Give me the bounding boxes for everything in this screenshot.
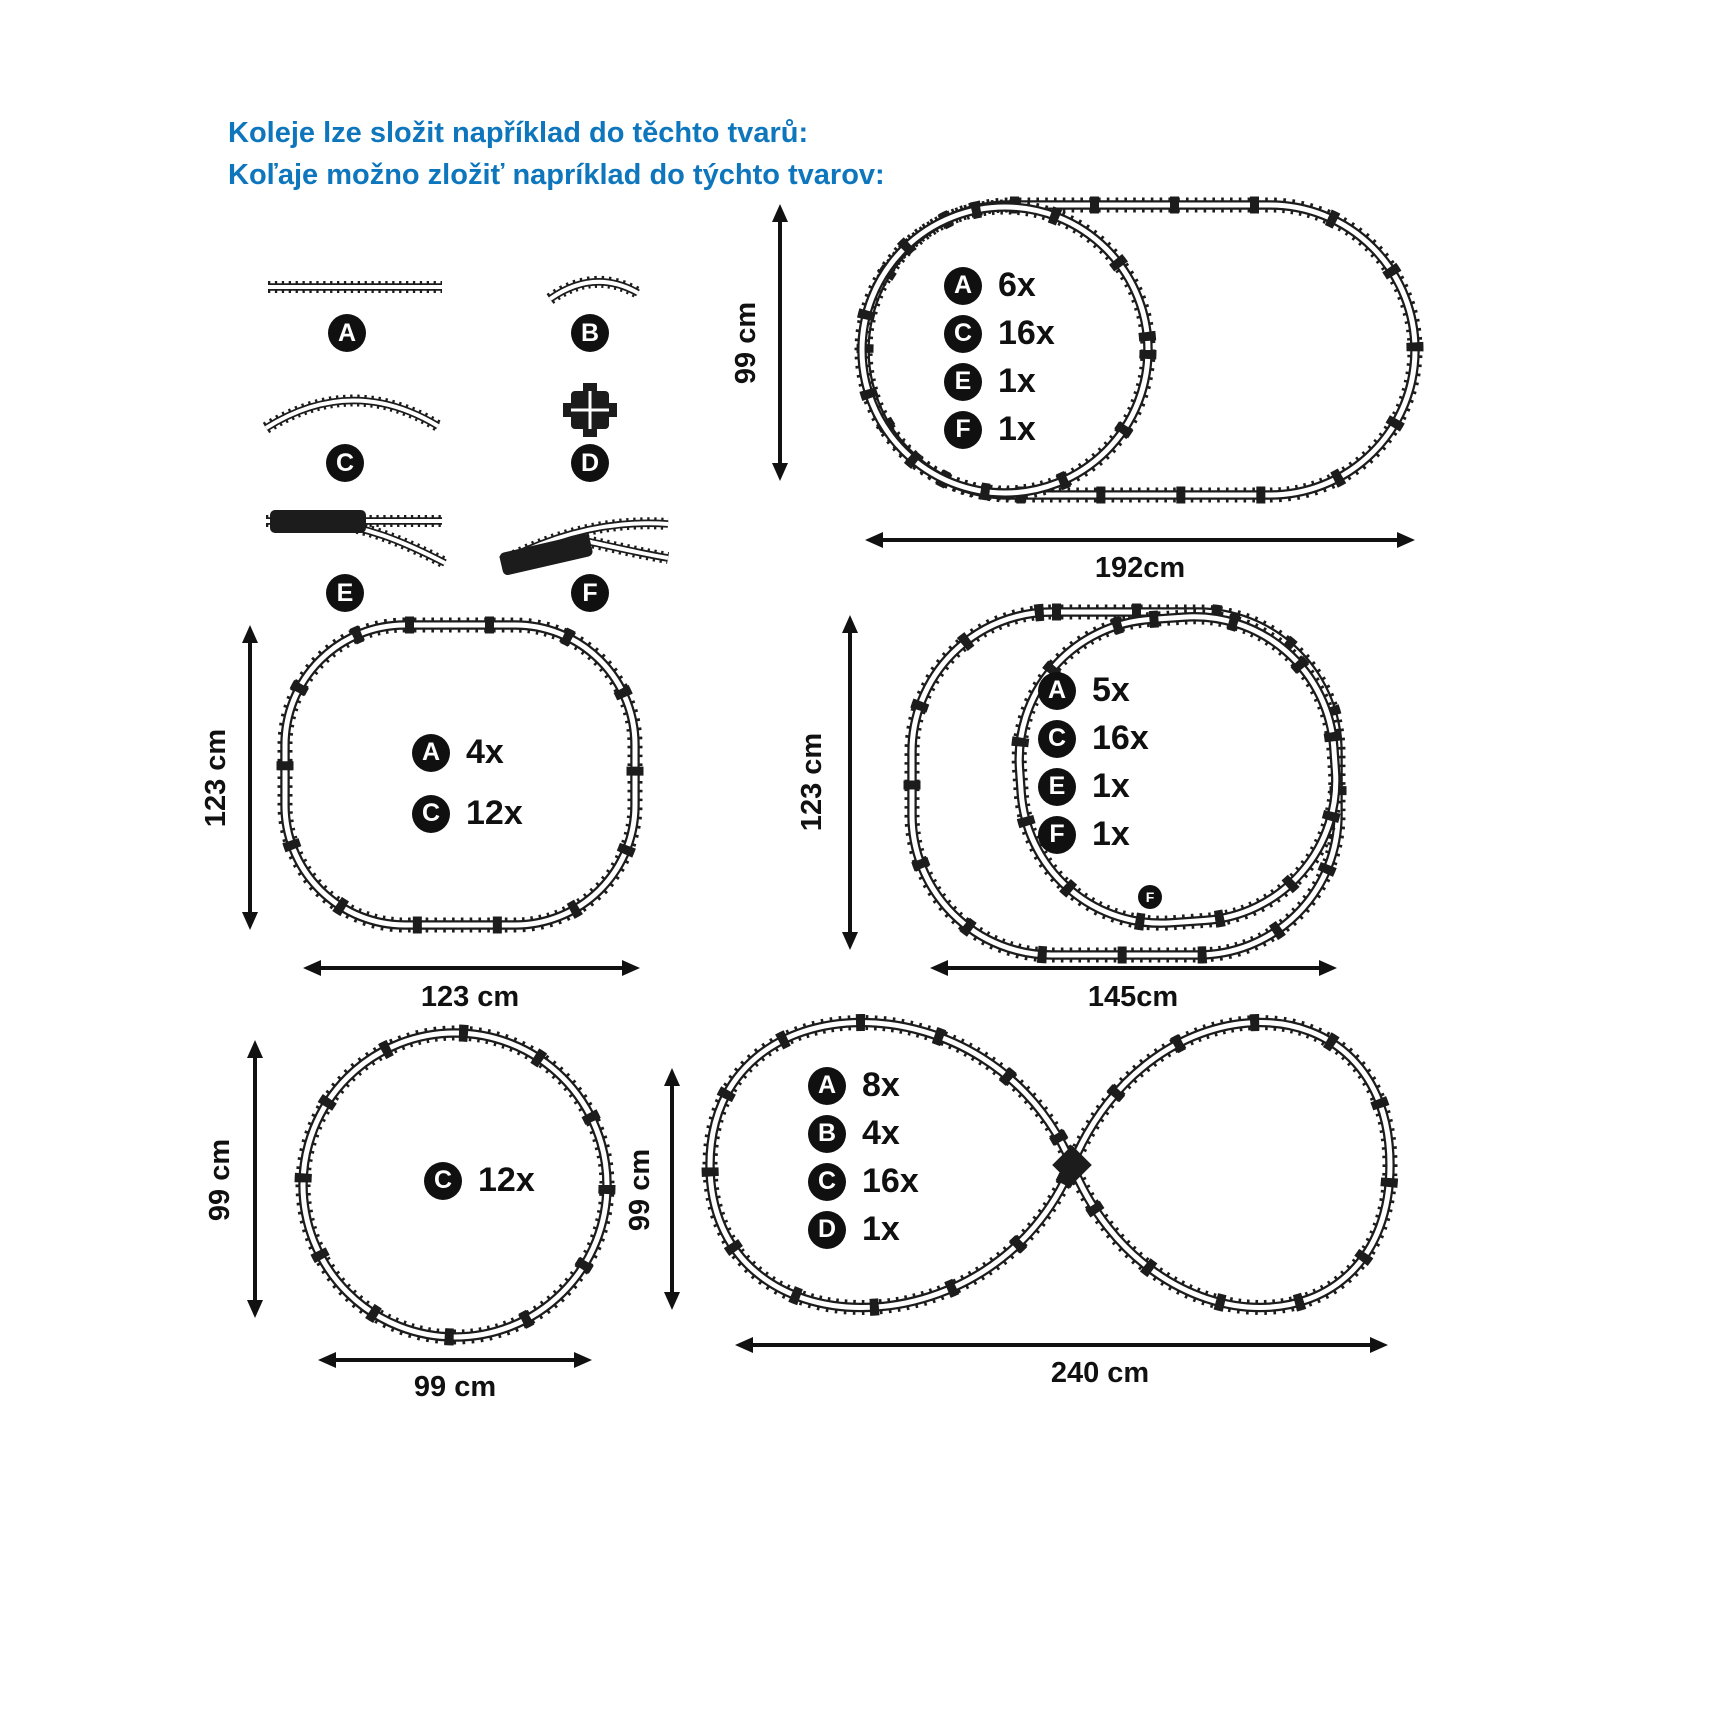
oval192-height-label: 99 cm [730,301,762,385]
piece-count: 4x [862,1114,900,1152]
legend-row: A 6x [944,266,1055,305]
legend-row: F 1x [1038,815,1149,854]
circle99-height-label: 99 cm [204,1138,236,1222]
piece-label-d: D [571,444,609,482]
legend-oval-192: A 6x C 16x E 1x F 1x [944,266,1055,458]
legend-oval-145: A 5x C 16x E 1x F 1x [1038,671,1149,863]
piece-badge-icon: C [944,314,982,353]
piece-badge-icon: B [808,1114,846,1153]
legend-row: B 4x [808,1114,919,1153]
legend-row: C 12x [412,794,523,833]
dim-arrow-oval192-height [772,204,788,481]
piece-badge-icon: E [944,362,982,401]
piece-count: 5x [1092,671,1130,709]
oval145-width-label: 145cm [1087,981,1179,1013]
legend-figure-eight: A 8x B 4x C 16x D 1x [808,1066,919,1258]
piece-badge-icon: C [424,1161,462,1200]
dim-arrow-oval192-width [865,532,1415,548]
piece-count: 1x [998,362,1036,400]
headline-slovak: Koľaje možno zložiť napríklad do týchto … [228,159,885,191]
piece-badge-icon: F [944,410,982,449]
piece-count: 1x [1092,815,1130,853]
track-marker-f: F [1138,885,1162,909]
piece-label-b: B [571,314,609,352]
piece-count: 4x [466,733,504,771]
legend-row: C 16x [944,314,1055,353]
legend-row: C 12x [424,1161,535,1200]
oval123-height-label: 123 cm [200,728,232,828]
short-curve-track-thumbnail [550,282,638,299]
piece-badge-icon: A [808,1066,846,1105]
piece-count: 1x [862,1210,900,1248]
legend-oval-123: A 4x C 12x [412,733,523,855]
headline: Koleje lze složit například do těchto tv… [228,112,885,196]
piece-label-f: F [571,574,609,612]
left-switch-track-thumbnail [266,510,445,563]
dim-arrow-circle99-width [318,1352,592,1368]
legend-row: A 5x [1038,671,1149,710]
dim-arrow-oval145-height [842,615,858,950]
piece-count: 1x [1092,767,1130,805]
dim-arrow-oval145-width [930,960,1337,976]
piece-count: 16x [1092,719,1149,757]
piece-badge-icon: A [1038,671,1076,710]
legend-row: E 1x [944,362,1055,401]
piece-count: 8x [862,1066,900,1104]
layout-figure-eight-track [710,1023,1390,1308]
piece-count: 12x [478,1161,535,1199]
piece-count: 1x [998,410,1036,448]
headline-czech: Koleje lze složit například do těchto tv… [228,117,809,149]
eight240-height-label: 99 cm [624,1148,656,1232]
piece-badge-icon: A [944,266,982,305]
legend-row: D 1x [808,1210,919,1249]
piece-badge-icon: F [1038,815,1076,854]
piece-badge-icon: C [1038,719,1076,758]
legend-row: C 16x [1038,719,1149,758]
oval123-width-label: 123 cm [420,981,520,1013]
piece-badge-icon: A [412,733,450,772]
dim-arrow-oval123-width [303,960,640,976]
legend-row: A 4x [412,733,523,772]
legend-row: E 1x [1038,767,1149,806]
eight240-width-label: 240 cm [1050,1357,1150,1389]
circle99-width-label: 99 cm [413,1371,497,1403]
piece-label-a: A [328,314,366,352]
legend-row: A 8x [808,1066,919,1105]
piece-count: 16x [862,1162,919,1200]
piece-count: 6x [998,266,1036,304]
right-switch-track-thumbnail [499,523,668,576]
curve-track-thumbnail [266,400,438,428]
piece-count: 12x [466,794,523,832]
oval145-height-label: 123 cm [796,732,828,832]
crossing-piece-marker [1052,1145,1092,1185]
legend-row: F 1x [944,410,1055,449]
dim-arrow-oval123-height [242,625,258,930]
legend-row: C 16x [808,1162,919,1201]
dim-arrow-eight240-height [664,1068,680,1310]
piece-badge-icon: E [1038,767,1076,806]
piece-badge-icon: D [808,1210,846,1249]
piece-label-c: C [326,444,364,482]
crossing-track-thumbnail [563,383,617,437]
piece-count: 16x [998,314,1055,352]
piece-badge-icon: C [808,1162,846,1201]
dim-arrow-eight240-width [735,1337,1388,1353]
piece-badge-icon: C [412,794,450,833]
dim-arrow-circle99-height [247,1040,263,1318]
oval192-width-label: 192cm [1094,552,1186,584]
legend-circle-99: C 12x [424,1161,535,1209]
piece-label-e: E [326,574,364,612]
